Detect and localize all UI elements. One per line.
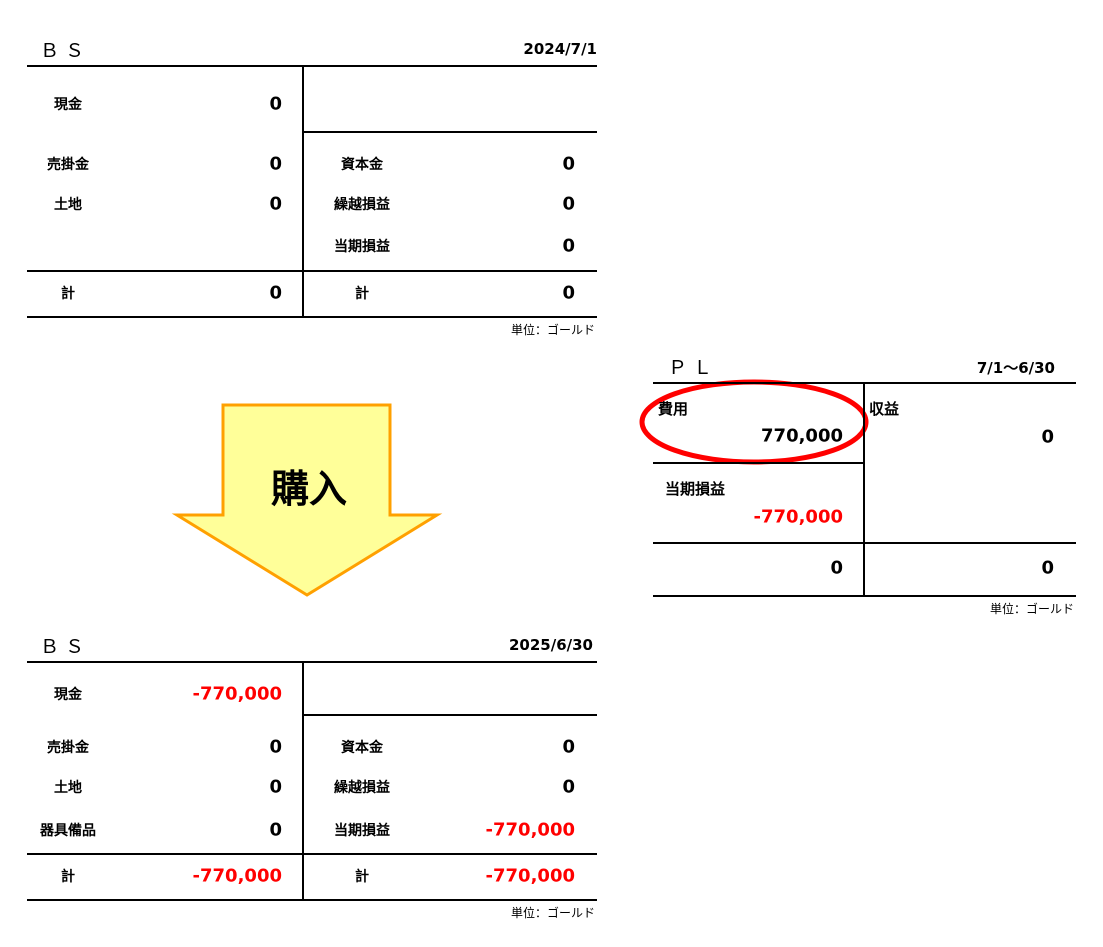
- bs-date: 2025/6/30: [508, 636, 593, 654]
- asset-label: 現金: [54, 687, 82, 703]
- asset-label: 器具備品: [40, 823, 96, 839]
- asset-value: 0: [269, 819, 282, 841]
- total-right-value: 0: [1041, 557, 1054, 579]
- divider: [27, 270, 597, 272]
- revenue-label: 収益: [869, 400, 900, 418]
- unit-note: 単位：ゴールド: [989, 602, 1074, 616]
- asset-value: 0: [269, 193, 282, 215]
- equity-value: -770,000: [485, 819, 575, 841]
- total-value: 0: [562, 282, 575, 304]
- asset-value: 0: [269, 93, 282, 115]
- bs-title: ＢＳ: [40, 40, 91, 62]
- arrow-shape: [171, 403, 443, 597]
- unit-note: 単位：ゴールド: [510, 323, 595, 337]
- asset-label: 現金: [54, 97, 82, 113]
- highlight-ellipse: [639, 379, 869, 465]
- divider: [27, 853, 597, 855]
- equity-value: 0: [562, 776, 575, 798]
- asset-value: 0: [269, 776, 282, 798]
- divider: [27, 65, 597, 67]
- total-value: -770,000: [192, 865, 282, 887]
- equity-value: 0: [562, 736, 575, 758]
- divider: [863, 382, 865, 596]
- bs-date: 2024/7/1: [523, 40, 597, 58]
- divider: [302, 65, 304, 317]
- equity-label: 繰越損益: [334, 780, 390, 796]
- total-label: 計: [355, 286, 369, 302]
- equity-label: 当期損益: [334, 239, 390, 255]
- unit-note: 単位：ゴールド: [510, 906, 595, 920]
- total-left-value: 0: [830, 557, 843, 579]
- net-income-value: -770,000: [753, 506, 843, 528]
- equity-label: 繰越損益: [334, 197, 390, 213]
- asset-value: -770,000: [192, 683, 282, 705]
- equity-value: 0: [562, 193, 575, 215]
- total-value: -770,000: [485, 865, 575, 887]
- divider: [653, 462, 863, 464]
- asset-label: 売掛金: [47, 740, 89, 756]
- asset-value: 0: [269, 153, 282, 175]
- bs-title: ＢＳ: [40, 636, 91, 658]
- total-value: 0: [269, 282, 282, 304]
- arrow-label: 購入: [270, 467, 347, 511]
- divider: [653, 595, 1076, 597]
- divider: [27, 661, 597, 663]
- pl-period: 7/1～6/30: [976, 359, 1055, 377]
- asset-label: 売掛金: [47, 157, 89, 173]
- equity-value: 0: [562, 235, 575, 257]
- divider: [302, 714, 597, 716]
- equity-value: 0: [562, 153, 575, 175]
- net-income-label: 当期損益: [665, 480, 726, 498]
- total-label: 計: [61, 869, 75, 885]
- divider: [27, 316, 597, 318]
- divider: [653, 542, 1076, 544]
- equity-label: 当期損益: [334, 823, 390, 839]
- expense-label: 費用: [658, 400, 689, 418]
- total-label: 計: [61, 286, 75, 302]
- equity-label: 資本金: [341, 157, 383, 173]
- divider: [27, 899, 597, 901]
- asset-label: 土地: [54, 197, 82, 213]
- asset-value: 0: [269, 736, 282, 758]
- revenue-value: 0: [1041, 426, 1054, 448]
- asset-label: 土地: [54, 780, 82, 796]
- pl-title: ＰＬ: [668, 357, 719, 379]
- expense-value: 770,000: [761, 425, 843, 447]
- divider: [302, 661, 304, 900]
- divider: [302, 131, 597, 133]
- total-label: 計: [355, 869, 369, 885]
- equity-label: 資本金: [341, 740, 383, 756]
